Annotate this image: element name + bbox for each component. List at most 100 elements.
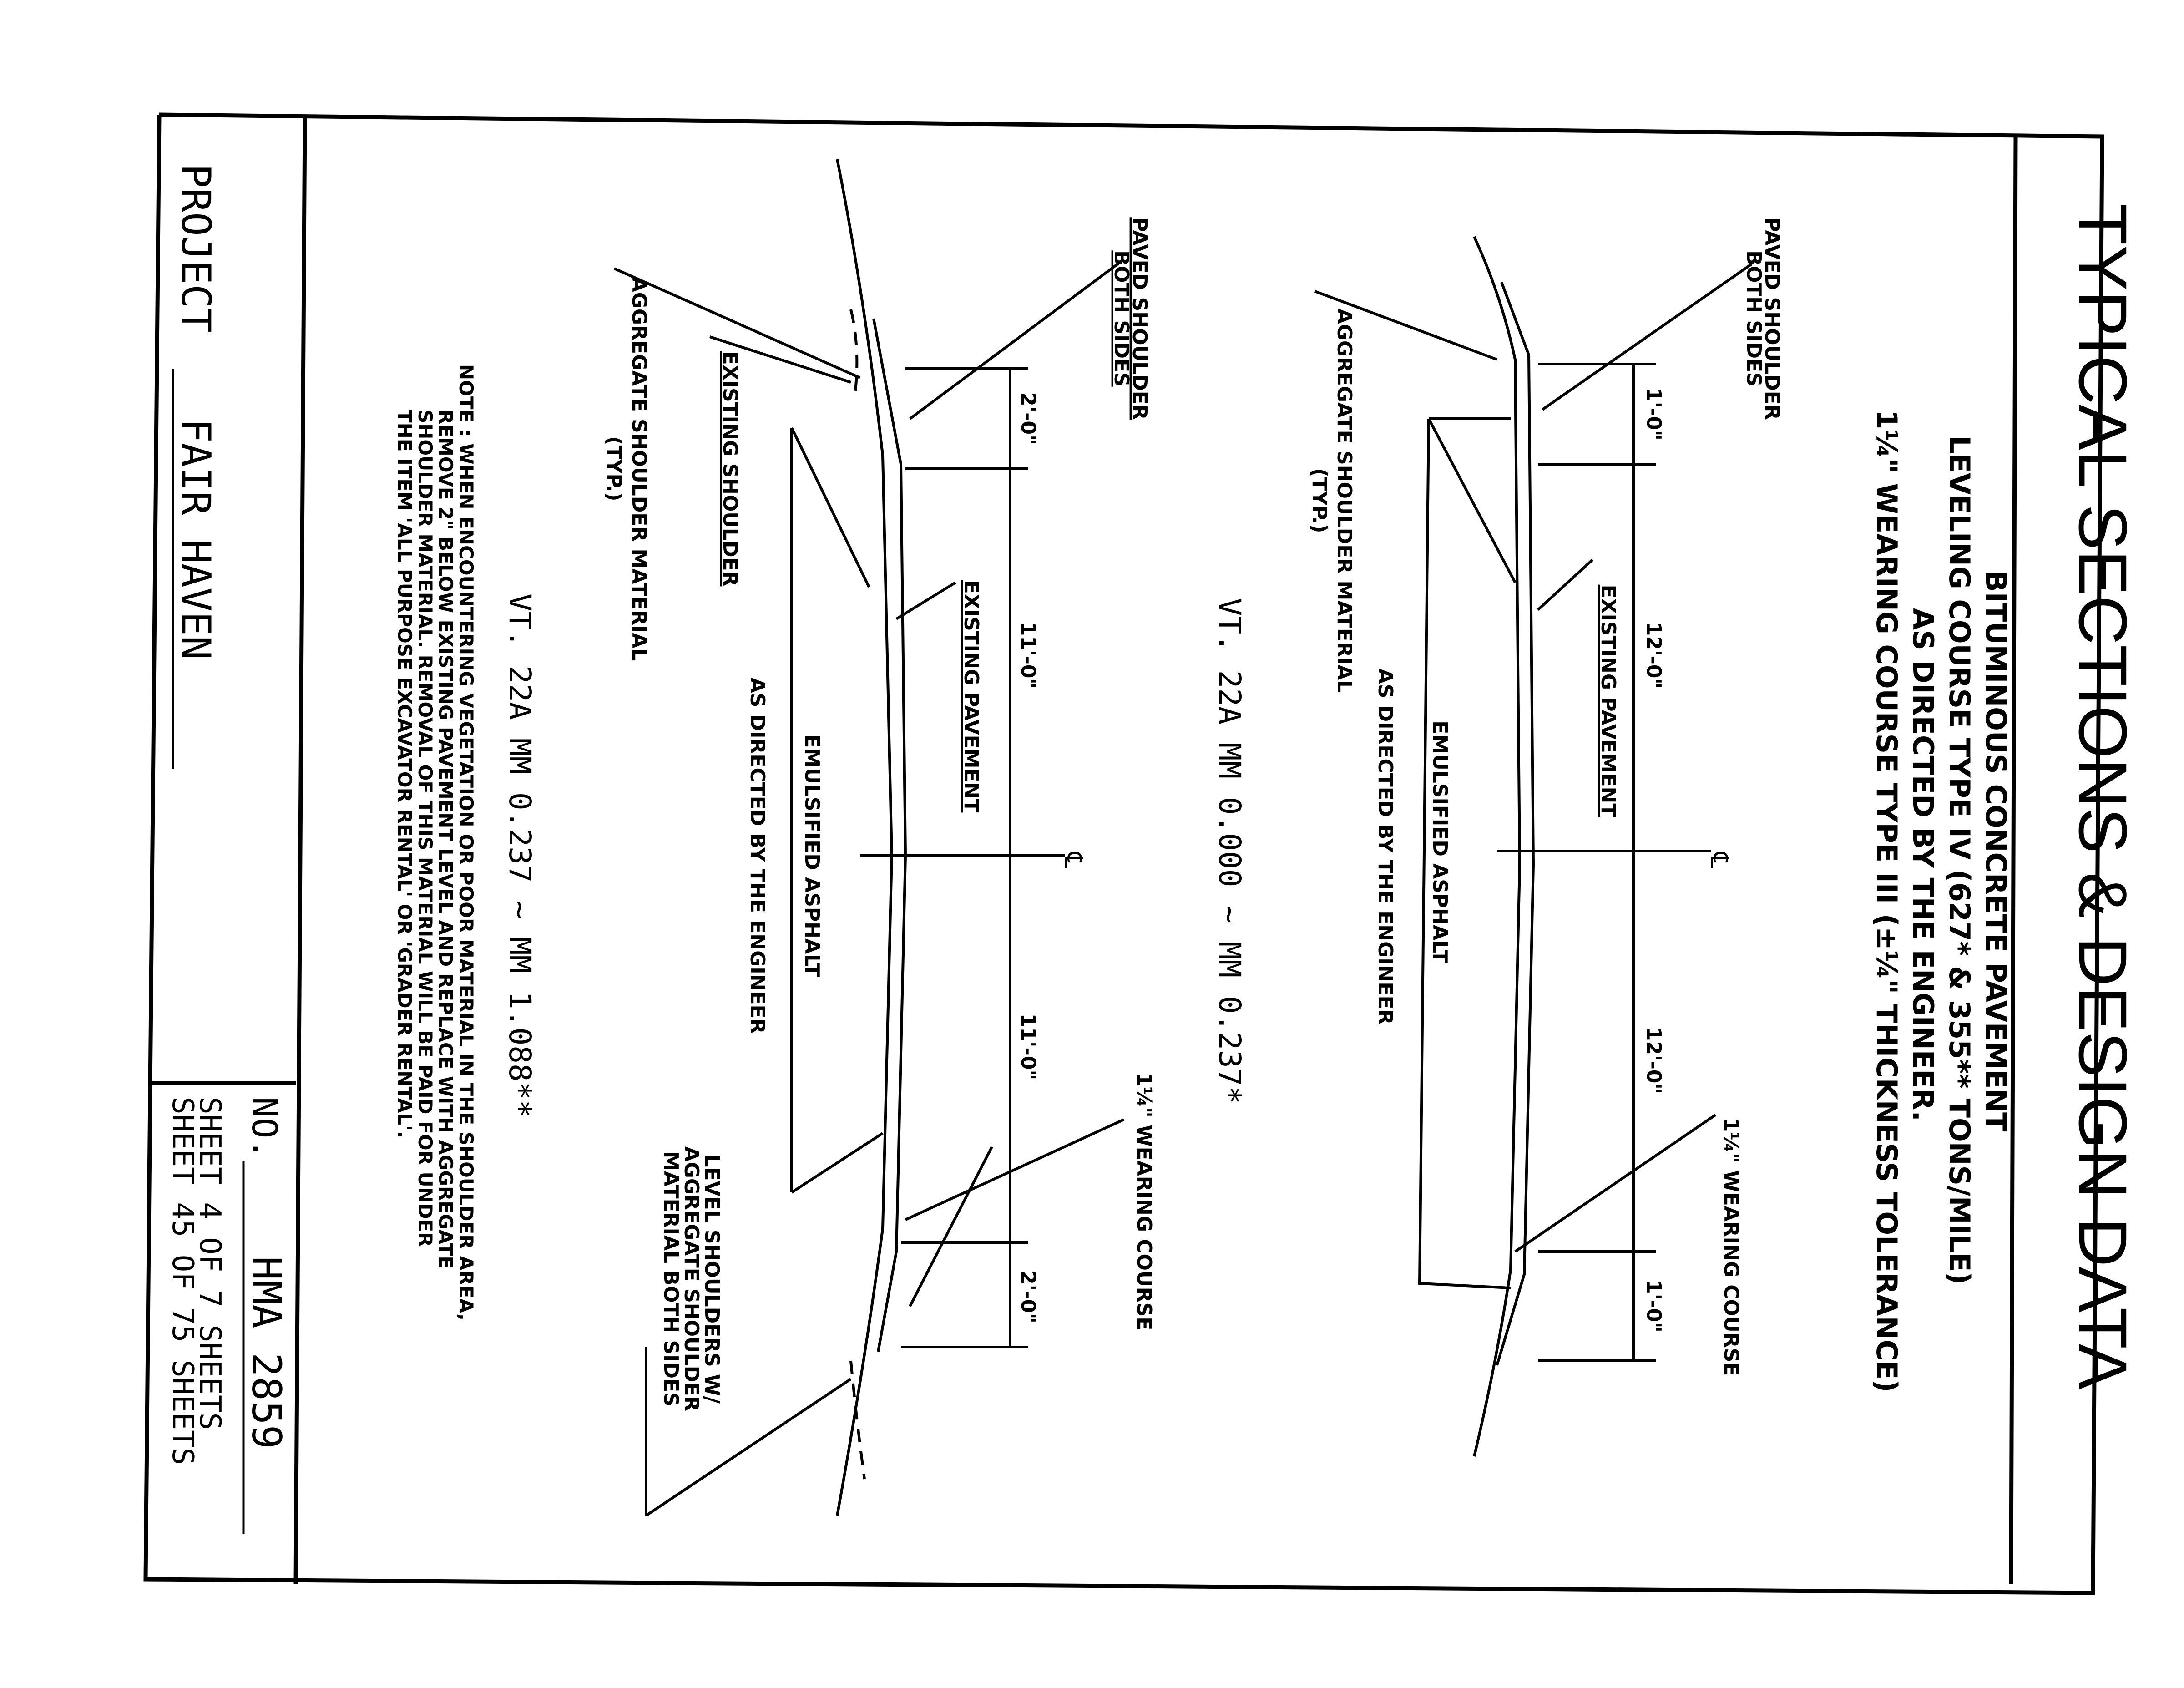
typical-section-1 [1314,236,1753,1457]
section-1-as-directed: AS DIRECTED BY THE ENGINEER [1374,669,1397,1025]
header-line-2-group: LEVELING COURSE TYPE IV (627* & 355** TO… [1943,436,1976,1285]
section-1-emulsified: EMULSIFIED ASPHALT [1428,720,1451,963]
section-2-leader [909,1146,993,1307]
note-line-1: NOTE : WHEN ENCOUNTERING VEGETATION OR P… [455,364,477,1321]
project-label: PROJECT [172,164,219,333]
section-1-surface [1473,236,1522,1457]
note-line-4: THE ITEM 'ALL PURPOSE EXCAVATOR RENTAL' … [394,410,416,1138]
sheet-count-block: SHEET 4 OF 7 SHEETS SHEET 45 OF 75 SHEET… [166,1097,227,1465]
section-1-dim-lane-left: 12'-0" [1642,622,1665,689]
section-1-wearing: 1¼" WEARING COURSE [1719,1118,1743,1376]
section-1-centerline-symbol: ℄ [1705,851,1734,868]
section-2-both-sides: BOTH SIDES [1110,250,1133,386]
header-notes: BITUMINOUS CONCRETE PAVEMENT [1979,571,2012,1132]
number-label: NO. [244,1097,285,1159]
section-2-aggregate: AGGREGATE SHOULDER MATERIAL [627,277,651,661]
section-1-both-sides: BOTH SIDES [1742,250,1765,386]
project-name: FAIR HAVEN [172,419,219,660]
section-1-leader [1418,418,1511,1289]
section-2-existing-shoulder-group: EXISTING SHOULDER [718,351,742,587]
note-line-2: REMOVE 2" BELOW EXISTING PAVEMENT LEVEL … [435,410,457,1269]
section-1-leader [1427,418,1517,583]
section-2-wearing-group: 1¼" WEARING COURSE [1132,1073,1156,1331]
section-1-aggregate-group: AGGREGATE SHOULDER MATERIAL (TYP.) [1308,309,1356,693]
section-2-leader [613,267,861,379]
section-1-dim-2-group: 12'-0" [1642,622,1665,689]
section-2-level-line-1: LEVEL SHOULDERS W/ [700,1154,723,1404]
section-2-base [872,318,907,1352]
section-2-dim-1-group: 2'-0" [1016,392,1040,445]
section-1-wearing-group: 1¼" WEARING COURSE [1719,1118,1743,1376]
sheet-border [143,112,2104,1595]
section-2-wearing: 1¼" WEARING COURSE [1132,1073,1156,1331]
section-1-dim-1-group: 1'-0" [1642,388,1665,441]
section-2-dim-lane-right: 11'-0" [1016,1014,1040,1080]
section-1-leader [1542,263,1753,411]
section-2-dim-3-group: 11'-0" [1016,1014,1040,1080]
section-1-paved-shoulder: PAVED SHOULDER [1760,217,1784,420]
section-2-emulsified-group: EMULSIFIED ASPHALT [800,734,824,977]
section-2-centerline-symbol: ℄ [1059,851,1088,868]
section-2-leader [895,581,956,620]
section-2-paved-shoulder-group: PAVED SHOULDER BOTH SIDES [1110,217,1151,420]
section-2-leader [791,1132,884,1194]
title-strip-divider [2009,136,2018,1584]
section-2-leader [709,335,851,384]
section-1-dim-shoulder-right: 1'-0" [1642,1280,1665,1333]
section-2-dim-lane-left: 11'-0" [1016,622,1040,689]
note-block: NOTE : WHEN ENCOUNTERING VEGETATION OR P… [394,364,477,1321]
section-2-paved-shoulder: PAVED SHOULDER [1128,217,1151,420]
section-2-dim-4-group: 2'-0" [1016,1271,1040,1323]
section-2-dim-2-group: 11'-0" [1016,622,1040,689]
header-line-3: AS DIRECTED BY THE ENGINEER. [1906,608,1940,1121]
title-strip: TYPICAL SECTIONS & DESIGN DATA [2065,203,2141,1389]
section-1-typ: (TYP.) [1308,468,1331,533]
section-2-as-directed: AS DIRECTED BY THE ENGINEER [746,678,769,1034]
section-2-caption-group: VT. 22A MM 0.237 ~ MM 1.088** [502,593,537,1118]
section-2-level-line-2: AGGREGATE SHOULDER [680,1146,703,1412]
section-2-leader [905,1118,1125,1221]
number-value: HMA 2859 [243,1256,290,1449]
sheet-line-2: SHEET 45 OF 75 SHEETS [166,1097,199,1465]
section-1-leader [1537,558,1594,611]
section-2-aggregate-group: AGGREGATE SHOULDER MATERIAL (TYP.) [602,277,651,661]
sheet-line-1: SHEET 4 OF 7 SHEETS [193,1097,227,1430]
section-2-existing-pavement-group: EXISTING PAVEMENT [960,580,983,813]
section-1-dim-lane-right: 12'-0" [1642,1027,1665,1094]
project-block: PROJECT FAIR HAVEN [172,164,219,769]
section-1-emulsified-group: EMULSIFIED ASPHALT [1428,720,1451,963]
section-2-existing-pavement: EXISTING PAVEMENT [960,580,983,813]
section-1-dim-shoulder-left: 1'-0" [1642,388,1665,441]
section-2-surface [836,159,894,1516]
section-1-dim-4-group: 1'-0" [1642,1280,1665,1333]
section-1-base [1496,281,1535,1366]
header-line-3-group: AS DIRECTED BY THE ENGINEER. [1906,608,1940,1121]
header-line-4-group: 1¼" WEARING COURSE TYPE III (±¼" THICKNE… [1870,410,1903,1393]
section-2-centerline-group: ℄ [1059,851,1088,868]
section-1-as-directed-group: AS DIRECTED BY THE ENGINEER [1374,669,1397,1025]
section-1-existing-pavement-group: EXISTING PAVEMENT [1597,585,1620,817]
section-1-centerline-group: ℄ [1705,851,1734,868]
section-2-typ: (TYP.) [602,436,626,502]
header-line-4: 1¼" WEARING COURSE TYPE III (±¼" THICKNE… [1870,410,1903,1393]
number-block: NO. HMA 2859 [242,1097,290,1534]
section-2-leader [790,427,870,588]
section-2-as-directed-group: AS DIRECTED BY THE ENGINEER [746,678,769,1034]
section-1-leader [1314,290,1498,361]
section-2-dim-shoulder-left: 2'-0" [1016,392,1040,445]
typical-section-2 [613,159,1125,1517]
note-line-3: SHOULDER MATERIAL. REMOVAL OF THIS MATER… [414,410,436,1247]
sheet-title: TYPICAL SECTIONS & DESIGN DATA [2065,203,2141,1389]
section-1-dim-3-group: 12'-0" [1642,1027,1665,1094]
section-1-leader [1514,1114,1716,1253]
title-block-divider [293,116,307,1584]
section-2-leader [645,1378,852,1517]
section-1-caption-group: VT. 22A MM 0.000 ~ MM 0.237* [1212,598,1247,1105]
header-line-1: BITUMINOUS CONCRETE PAVEMENT [1979,571,2012,1132]
section-2-existing-dash [849,309,859,392]
section-1-paved-shoulder-group: PAVED SHOULDER BOTH SIDES [1742,217,1784,420]
section-1-aggregate: AGGREGATE SHOULDER MATERIAL [1333,309,1356,693]
section-2-leader [909,258,1125,420]
section-2-emulsified: EMULSIFIED ASPHALT [800,734,824,977]
